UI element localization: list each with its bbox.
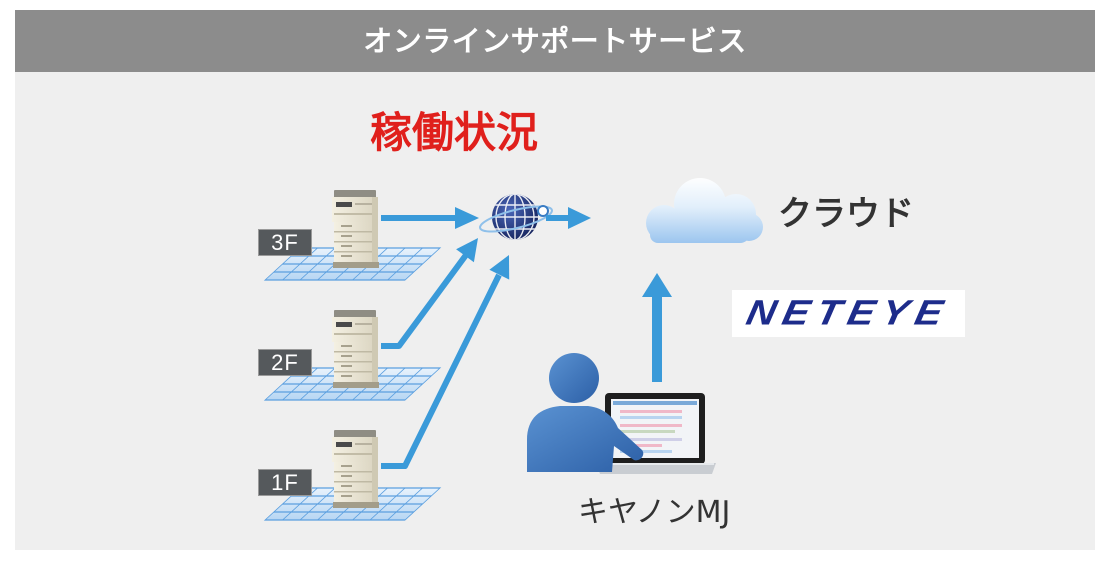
page-title: オンラインサポートサービス	[15, 10, 1095, 72]
status-label: 稼働状況	[370, 108, 539, 157]
person-icon	[527, 353, 644, 472]
printer-1f-icon	[332, 430, 379, 508]
arrow-3f-to-globe	[381, 207, 479, 229]
arrow-1f-to-globe	[381, 255, 510, 469]
printer-3f-icon	[332, 190, 379, 268]
printer-2f-icon	[332, 310, 379, 388]
neteye-logo: NETEYE	[732, 290, 965, 337]
cloud-icon	[646, 178, 763, 243]
arrow-2f-to-globe	[381, 238, 478, 349]
floor-label-2f: 2F	[258, 349, 312, 376]
laptop-icon	[596, 393, 716, 474]
floor-label-1f: 1F	[258, 469, 312, 496]
globe-network-icon	[479, 194, 553, 240]
neteye-logo-text: NETEYE	[743, 293, 954, 333]
operator-label: キヤノンMJ	[578, 495, 731, 530]
floor-label-3f: 3F	[258, 229, 312, 256]
arrow-operator-to-cloud	[642, 273, 672, 382]
cloud-label: クラウド	[778, 194, 914, 234]
arrow-globe-to-cloud	[546, 207, 591, 229]
